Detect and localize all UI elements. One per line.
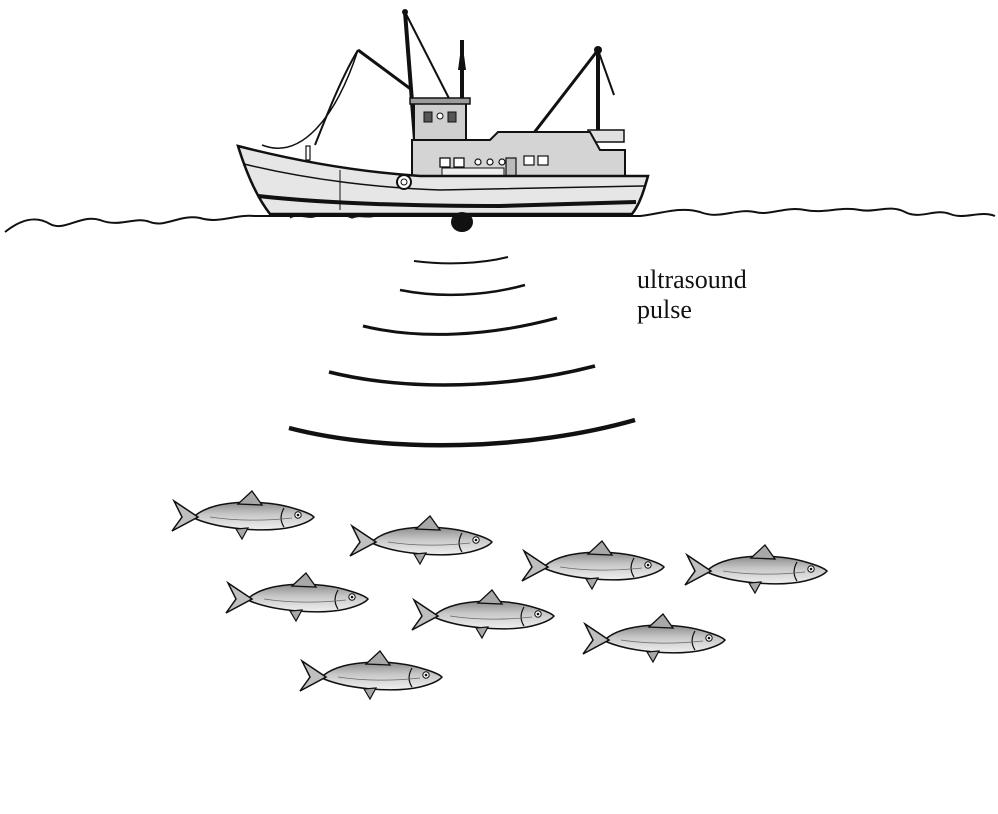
fish-icon [412,590,554,638]
pulse-wave-1 [414,257,508,263]
fish-icon [685,545,827,593]
fish-icon [522,541,664,589]
pulse-wave-4 [329,366,595,385]
pulse-wave-5 [289,420,635,445]
label-line-ultrasound: ultrasound [637,265,747,295]
label-line-pulse: pulse [637,295,747,325]
sonar-transducer-icon [451,212,473,232]
fish-icon [226,573,368,621]
fish-icon [172,491,314,539]
pulse-wave-2 [400,285,525,295]
pulse-wave-3 [363,318,557,334]
fish-icon [350,516,492,564]
fishing-boat-icon [238,9,648,218]
fish-icon [583,614,725,662]
ultrasound-pulse-label: ultrasound pulse [637,265,747,325]
fish-shoal [172,491,827,699]
ultrasound-pulse-waves [289,257,635,445]
fish-icon [300,651,442,699]
